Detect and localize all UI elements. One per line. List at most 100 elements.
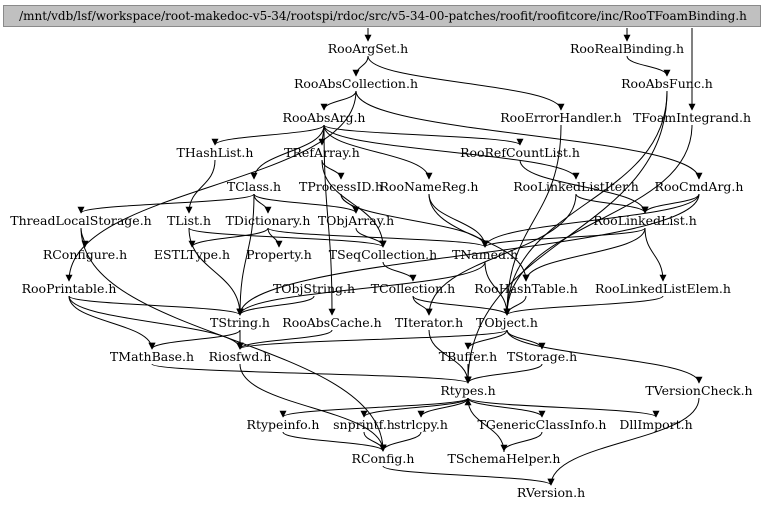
dependency-edge-tstring-to-tmathbase (148, 329, 241, 350)
dependency-edge-roorefcountlist-to-roolinkedlist (519, 159, 649, 214)
dependency-edge-tschemahelper-to-rtypes (464, 398, 505, 453)
dependency-edge-tobjarray-to-tseqcollection (355, 227, 387, 248)
node-roonamereg[interactable]: RooNameReg.h (379, 179, 479, 194)
node-rconfigure[interactable]: RConfigure.h (42, 247, 128, 262)
node-rooprintable[interactable]: RooPrintable.h (21, 281, 117, 296)
node-tfoamintegrand[interactable]: TFoamIntegrand.h (632, 110, 752, 125)
dependency-edge-riosfwd-to-rconfig (239, 363, 387, 452)
dependency-edge-rtypes-to-rtypeinfo (279, 397, 469, 418)
dependency-edge-tprocessid-to-tobjarray (340, 193, 360, 214)
node-rooabsarg[interactable]: RooAbsArg.h (282, 110, 366, 125)
dependency-edge-rooabscollection-to-rooabsarg (320, 90, 357, 111)
node-roocmdarg[interactable]: RooCmdArg.h (654, 179, 744, 194)
node-rconfig[interactable]: RConfig.h (351, 451, 415, 466)
dependency-edge-rtypes-to-snprintf (360, 397, 469, 418)
node-rooabscache[interactable]: RooAbsCache.h (282, 315, 382, 330)
dependency-edge-roolinkedlistiter-to-titerator (425, 193, 577, 316)
node-tclass[interactable]: TClass.h (226, 179, 282, 194)
dependency-edge-roolinkedlist-to-roolinkedlistelem (644, 227, 667, 282)
node-tcollection[interactable]: TCollection.h (370, 281, 456, 296)
dependency-edge-tobjstring-to-tstring (236, 295, 315, 316)
node-roorefcountlist[interactable]: RooRefCountList.h (460, 145, 580, 160)
node-strlcpy[interactable]: strlcpy.h (394, 417, 448, 432)
dependency-edge-tdictionary-to-estltype (188, 227, 269, 248)
dependency-edge-rtypes-to-tgenericclassinfo (467, 397, 546, 418)
node-rversion[interactable]: RVersion.h (516, 485, 586, 500)
node-tdictionary[interactable]: TDictionary.h (225, 213, 311, 228)
node-rtypeinfo[interactable]: Rtypeinfo.h (246, 417, 320, 432)
dependency-edge-tcollection-to-titerator (412, 295, 433, 316)
dependency-edge-tdictionary-to-property (267, 227, 283, 248)
dependency-edge-rooabscache-to-riosfwd (236, 329, 333, 350)
dependency-edge-tmathbase-to-rtypes (151, 363, 472, 384)
dependency-edge-tclass-to-tdictionary (253, 193, 272, 214)
dependency-edge-roolinkedlist-to-roohashtable (522, 227, 646, 282)
node-roohashtable[interactable]: RooHashTable.h (474, 281, 578, 296)
node-tstring[interactable]: TString.h (210, 315, 270, 330)
dependency-edge-rooprintable-to-riosfwd (68, 295, 244, 350)
dependency-edge-roohashtable-to-tobject (503, 295, 527, 316)
node-titerator[interactable]: TIterator.h (394, 315, 464, 330)
node-snprintf[interactable]: snprintf.h (333, 417, 395, 432)
dependency-edge-rooabsarg-to-roorefcountlist (323, 124, 524, 146)
dependency-edge-rooprintable-to-tmathbase (68, 295, 156, 350)
node-roolinkedlistiter[interactable]: RooLinkedListIter.h (513, 179, 639, 194)
dependency-edge-tseqcollection-to-tcollection (382, 261, 417, 282)
dependency-edge-rooabsarg-to-rooabscache (323, 124, 336, 316)
node-rooerrorhandler[interactable]: RooErrorHandler.h (500, 110, 622, 125)
node-tnamed[interactable]: TNamed.h (451, 247, 519, 262)
node-tmathbase[interactable]: TMathBase.h (109, 349, 195, 364)
node-rooargset[interactable]: RooArgSet.h (327, 41, 409, 56)
dependency-edge-tobject-to-riosfwd (236, 329, 508, 350)
node-rtypes[interactable]: Rtypes.h (440, 383, 496, 398)
node-tstorage[interactable]: TStorage.h (506, 349, 578, 364)
node-tobjstring[interactable]: TObjString.h (272, 281, 356, 296)
root-file-label: /mnt/vdb/lsf/workspace/root-makedoc-v5-3… (19, 9, 747, 23)
node-estltype[interactable]: ESTLType.h (153, 247, 231, 262)
node-tprocessid[interactable]: TProcessID.h (298, 179, 384, 194)
dependency-edge-roocmdarg-to-roolinkedlist (641, 193, 700, 214)
node-tseqcollection[interactable]: TSeqCollection.h (328, 247, 438, 262)
node-tschemahelper[interactable]: TSchemaHelper.h (447, 451, 561, 466)
dependency-edge-rooprintable-to-tstring (68, 295, 244, 316)
node-rooabsfunc[interactable]: RooAbsFunc.h (621, 76, 713, 91)
dependency-edge-rooabsarg-to-roolinkedlistiter (323, 124, 580, 180)
dependency-edge-tnamed-to-tstring (236, 261, 486, 316)
node-threadlocalstorage[interactable]: ThreadLocalStorage.h (10, 213, 152, 228)
node-tgenericclassinfo[interactable]: TGenericClassInfo.h (477, 417, 607, 432)
node-roolinkedlist[interactable]: RooLinkedList.h (593, 213, 697, 228)
dependency-edge-rooabsarg-to-thashlist (211, 124, 325, 146)
dependency-edge-rooargset-to-rooerrorhandler (367, 55, 565, 111)
dependency-edge-rooabscollection-to-roocmdarg (355, 90, 703, 180)
dependency-edge-roonamereg-to-tnamed (428, 193, 489, 248)
dependency-edge-thashlist-to-tlist (185, 159, 216, 214)
dependency-edge-rtypeinfo-to-rconfig (282, 431, 387, 452)
node-trefarray[interactable]: TRefArray.h (284, 145, 360, 160)
dependency-edge-tversioncheck-to-rversion (547, 397, 700, 486)
dependency-edge-roorealbinding-to-rooabsfunc (626, 55, 671, 77)
dependency-edge-tclass-to-tobjarray (253, 193, 360, 214)
node-roolinkedlistelem[interactable]: RooLinkedListElem.h (595, 281, 731, 296)
node-property[interactable]: Property.h (246, 247, 312, 262)
node-roorealbinding[interactable]: RooRealBinding.h (569, 41, 685, 56)
dependency-edge-tdictionary-to-tnamed (267, 227, 489, 248)
node-tbuffer[interactable]: TBuffer.h (438, 349, 498, 364)
node-rooabscollection[interactable]: RooAbsCollection.h (293, 76, 419, 91)
dependency-edge-tgenericclassinfo-to-tschemahelper (500, 431, 543, 452)
node-dllimport[interactable]: DllImport.h (619, 417, 693, 432)
dependency-edge-roolinkedlist-to-tnamed (481, 227, 646, 248)
node-tlist[interactable]: TList.h (166, 213, 212, 228)
dependency-edge-tobject-to-tbuffer (464, 329, 508, 350)
dependency-edge-roocmdarg-to-tnamed (481, 193, 700, 248)
node-tobjarray[interactable]: TObjArray.h (317, 213, 395, 228)
node-riosfwd[interactable]: Riosfwd.h (208, 349, 272, 364)
dependency-edge-tclass-to-tstring (236, 193, 255, 316)
dependency-edge-strlcpy-to-rconfig (379, 431, 422, 452)
root-file-node[interactable] (3, 5, 761, 27)
node-tobject[interactable]: TObject.h (476, 315, 538, 330)
node-thashlist[interactable]: THashList.h (176, 145, 254, 160)
node-tversioncheck[interactable]: TVersionCheck.h (645, 383, 753, 398)
dependency-edge-tlist-to-tstring (188, 227, 244, 316)
